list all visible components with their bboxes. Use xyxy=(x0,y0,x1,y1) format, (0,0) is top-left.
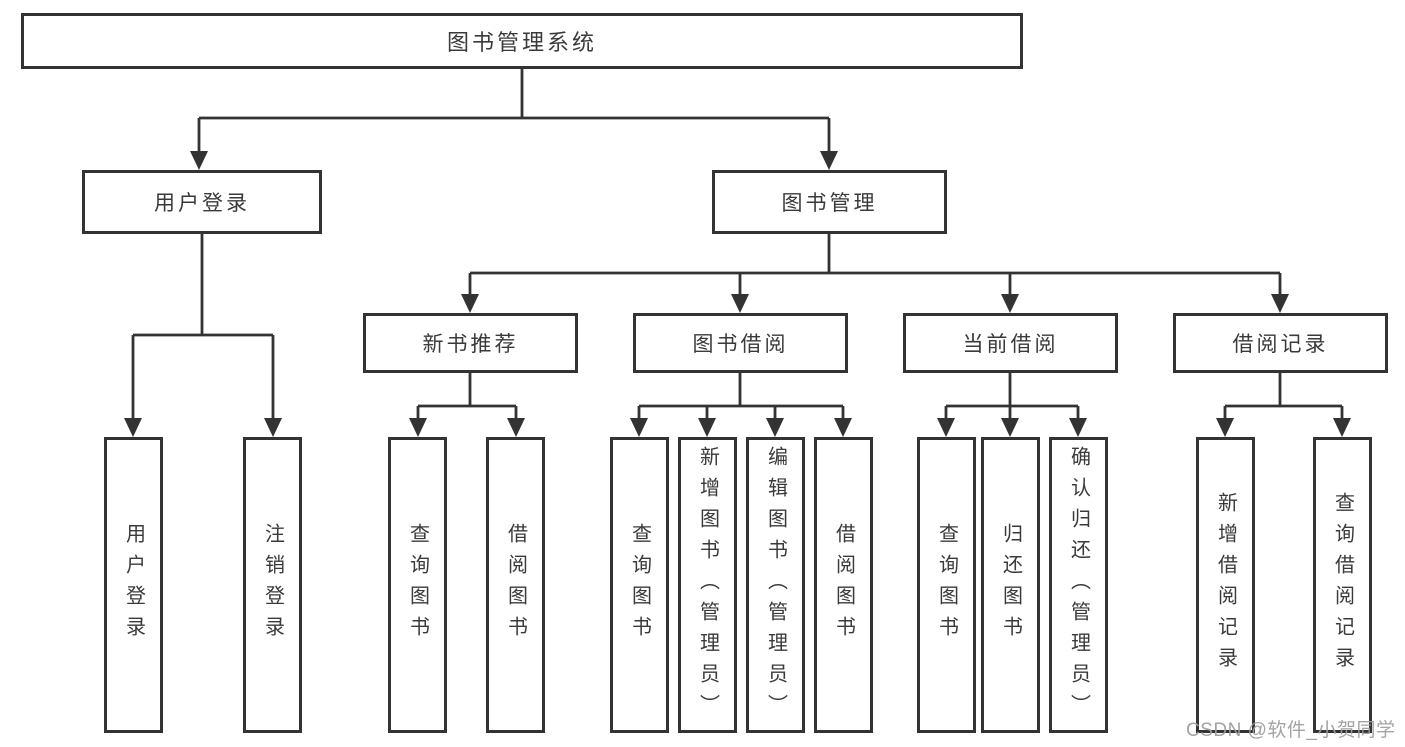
leaf-add-borrow-record: 新增借阅记录 xyxy=(1196,437,1255,733)
leaf-query-books-current: 查询图书 xyxy=(917,437,976,733)
leaf-edit-books-admin: 编辑图书（管理员） xyxy=(746,437,805,733)
node-library-management-system: 图书管理系统 xyxy=(21,13,1023,69)
node-book-management: 图书管理 xyxy=(712,170,947,234)
arrowhead-icons xyxy=(124,151,1351,437)
csdn-watermark: CSDN @软件_小贺同学 xyxy=(1186,720,1396,741)
leaf-user-login: 用户登录 xyxy=(104,437,163,733)
leaf-confirm-return-admin: 确认归还（管理员） xyxy=(1049,437,1108,733)
leaf-borrow-books-recommend: 借阅图书 xyxy=(486,437,545,733)
leaf-query-books-recommend: 查询图书 xyxy=(388,437,447,733)
leaf-return-books: 归还图书 xyxy=(981,437,1040,733)
leaf-add-books-admin: 新增图书（管理员） xyxy=(678,437,737,733)
leaf-borrow-books-borrowing: 借阅图书 xyxy=(814,437,873,733)
leaf-query-books-borrowing: 查询图书 xyxy=(610,437,669,733)
node-book-borrowing: 图书借阅 xyxy=(633,313,848,373)
node-borrowing-records: 借阅记录 xyxy=(1173,313,1388,373)
node-new-book-recommend: 新书推荐 xyxy=(363,313,578,373)
leaf-logout: 注销登录 xyxy=(243,437,302,733)
leaf-query-borrow-record: 查询借阅记录 xyxy=(1313,437,1372,733)
node-current-borrowing: 当前借阅 xyxy=(903,313,1118,373)
node-user-login: 用户登录 xyxy=(82,170,322,234)
